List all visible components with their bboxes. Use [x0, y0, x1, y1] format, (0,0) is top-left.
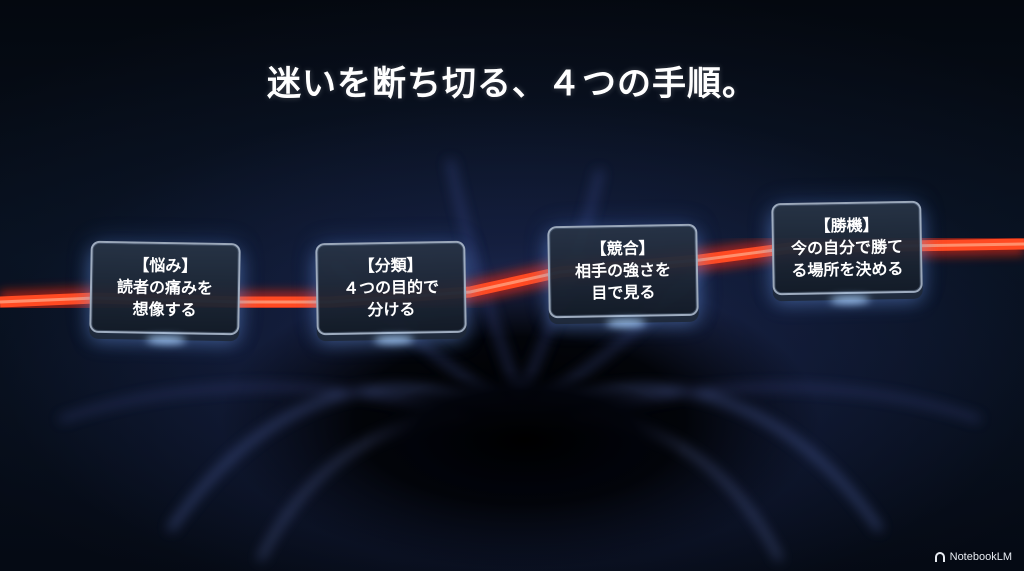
step-label: 【競合】: [590, 238, 655, 259]
step-text-line1: 読者の痛みを: [116, 277, 214, 298]
step-label: 【勝機】: [814, 215, 879, 236]
step-text-line2: 想像する: [132, 299, 197, 320]
notebooklm-icon: [934, 552, 945, 562]
step-text-line1: 相手の強さを: [574, 260, 672, 281]
step-text-line1: ４つの目的で: [342, 277, 440, 298]
step-label: 【分類】: [358, 255, 423, 276]
step-text-line2: る場所を決める: [791, 259, 904, 280]
page-title: 迷いを断ち切る、４つの手順。: [267, 64, 757, 104]
step-label: 【悩み】: [133, 255, 198, 276]
step-card-opportunity: 【勝機】 今の自分で勝て る場所を決める: [771, 200, 923, 305]
step-card-worry: 【悩み】 読者の痛みを 想像する: [89, 240, 241, 345]
vortex-hole: [365, 370, 685, 510]
step-text-line2: 目で見る: [591, 282, 656, 303]
step-text-line2: 分ける: [367, 299, 416, 320]
step-card-classify: 【分類】 ４つの目的で 分ける: [315, 240, 467, 345]
brand-label: NotebookLM: [949, 551, 1012, 563]
brand-watermark: NotebookLM: [934, 551, 1012, 563]
step-text-line1: 今の自分で勝て: [790, 237, 904, 258]
step-card-competition: 【競合】 相手の強さを 目で見る: [547, 223, 699, 328]
